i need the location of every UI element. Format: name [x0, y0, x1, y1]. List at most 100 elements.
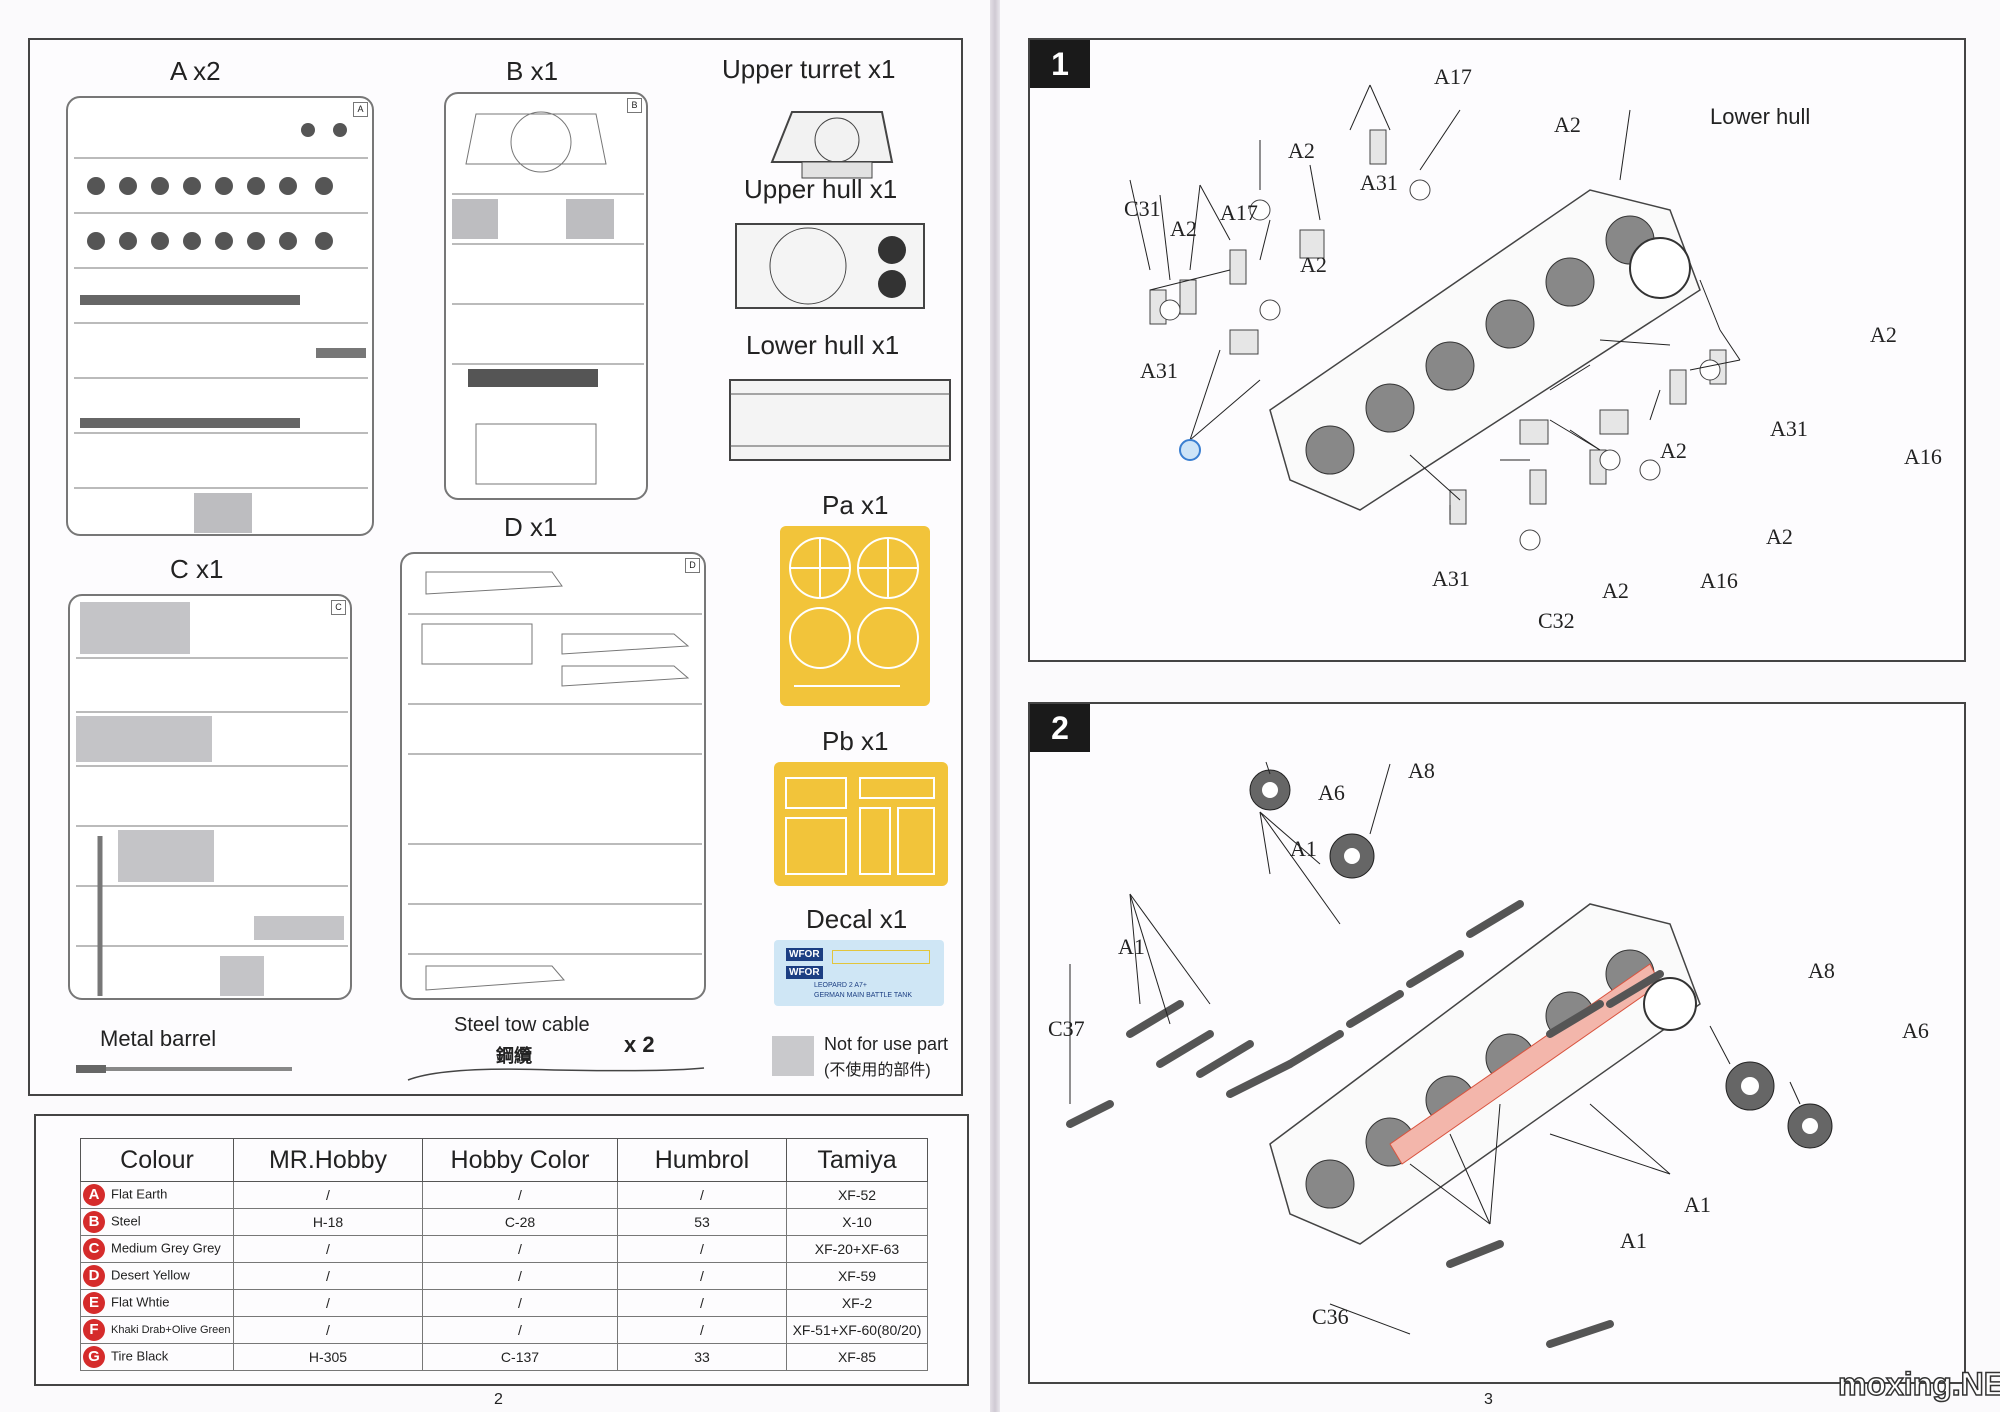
callout-a1-bottom: A1	[1620, 1228, 1647, 1253]
colour-letter-badge: G	[83, 1346, 105, 1368]
humbrol-cell: /	[617, 1235, 787, 1263]
callout-a2-upleft: A2	[1288, 138, 1315, 163]
callout-a1-lowright: A1	[1684, 1192, 1711, 1217]
step-1-number: 1	[1030, 40, 1090, 88]
hobby-color-cell: /	[422, 1289, 618, 1317]
pe-a-label: Pa x1	[822, 490, 889, 520]
metal-barrel-drawing	[76, 1065, 292, 1073]
pe-b-parts	[785, 777, 935, 875]
tamiya-cell: X-10	[786, 1208, 928, 1236]
callout-a1-left: A1	[1118, 934, 1145, 959]
decal-sheet: WFOR WFOR LEOPARD 2 A7+ GERMAN MAIN BATT…	[774, 940, 944, 1006]
colour-letter-badge: A	[83, 1184, 105, 1206]
callout-a8-right: A8	[1808, 958, 1835, 983]
callout-a2-top: A2	[1554, 112, 1581, 137]
callout-a2-lowright: A2	[1766, 524, 1793, 549]
sprue-a-parts	[74, 123, 368, 533]
colour-letter-badge: B	[83, 1211, 105, 1233]
colour-name-cell: G Tire Black	[80, 1343, 234, 1371]
tow-cable-qty: x 2	[624, 1032, 655, 1057]
callout-lower-hull: Lower hull	[1710, 104, 1811, 129]
colour-name: Desert Yellow	[111, 1267, 190, 1283]
humbrol-cell: /	[617, 1289, 787, 1317]
sprue-d-label: D x1	[504, 512, 558, 542]
step-2-drawing	[1066, 761, 1833, 1348]
callout-a1-upper: A1	[1290, 836, 1317, 861]
humbrol-cell: /	[617, 1316, 787, 1344]
tamiya-cell: XF-51+XF-60(80/20)	[786, 1316, 928, 1344]
hobby-color-cell: C-137	[422, 1343, 618, 1371]
callout-a31-left: A31	[1140, 358, 1178, 383]
sprue-tag: D	[685, 558, 700, 573]
upper-hull-drawing	[735, 223, 925, 309]
humbrol-cell: /	[617, 1181, 787, 1209]
upper-turret-label: Upper turret x1	[722, 54, 896, 84]
tamiya-cell: XF-85	[786, 1343, 928, 1371]
colour-name: Tire Black	[111, 1348, 169, 1364]
sprue-d-parts	[408, 571, 702, 991]
callout-c37: C37	[1048, 1016, 1085, 1041]
colour-table-frame: Colour MR.Hobby Hobby Color Humbrol Tami…	[34, 1114, 969, 1386]
decal-line-1: LEOPARD 2 A7+	[814, 982, 867, 989]
upper-turret-drawing	[770, 111, 894, 179]
callout-a31-bottom: A31	[1432, 566, 1470, 591]
colour-table: Colour MR.Hobby Hobby Color Humbrol Tami…	[80, 1138, 928, 1371]
sprue-d: D	[400, 552, 706, 1000]
pe-b-sheet	[774, 762, 948, 886]
not-for-use-label: Not for use part	[824, 1034, 949, 1054]
sprue-b-label: B x1	[506, 56, 559, 86]
pe-b-label: Pb x1	[822, 726, 889, 756]
tamiya-cell: XF-2	[786, 1289, 928, 1317]
decal-badge: WFOR	[786, 948, 823, 961]
colour-letter-badge: C	[83, 1238, 105, 1260]
callout-a2-mid: A2	[1300, 252, 1327, 277]
colour-name: Khaki Drab+Olive Green	[111, 1323, 231, 1336]
sprue-tag: C	[331, 600, 346, 615]
mrhobby-cell: /	[233, 1181, 423, 1209]
mrhobby-cell: /	[233, 1235, 423, 1263]
book-spine	[990, 0, 1000, 1412]
header-tamiya: Tamiya	[786, 1138, 928, 1182]
colour-letter-badge: D	[83, 1265, 105, 1287]
hobby-color-cell: /	[422, 1262, 618, 1290]
header-humbrol: Humbrol	[617, 1138, 787, 1182]
metal-barrel-label: Metal barrel	[100, 1026, 217, 1051]
pe-a-parts	[789, 537, 919, 687]
step-1-drawing	[1129, 84, 1741, 551]
callout-a16-right: A16	[1904, 444, 1942, 469]
decal-line-2: GERMAN MAIN BATTLE TANK	[814, 992, 913, 999]
left-page: A x2 A	[0, 0, 990, 1412]
colour-name: Medium Grey Grey	[111, 1240, 221, 1256]
header-hobby-color: Hobby Color	[422, 1138, 618, 1182]
humbrol-cell: /	[617, 1262, 787, 1290]
callout-a2-bottom: A2	[1602, 578, 1629, 603]
callout-c36: C36	[1312, 1304, 1349, 1329]
tamiya-cell: XF-52	[786, 1181, 928, 1209]
mrhobby-cell: H-18	[233, 1208, 423, 1236]
mrhobby-cell: /	[233, 1289, 423, 1317]
sprue-c-parts	[76, 602, 348, 996]
decal-label: Decal x1	[806, 904, 908, 934]
callout-a8-top: A8	[1408, 758, 1435, 783]
hobby-color-cell: /	[422, 1316, 618, 1344]
callout-a6-top: A6	[1318, 780, 1345, 805]
sprue-a: A	[66, 96, 374, 536]
upper-hull-label: Upper hull x1	[744, 174, 898, 204]
callout-a2-left: A2	[1170, 216, 1197, 241]
tow-cable-label: Steel tow cable	[454, 1014, 590, 1036]
sprue-b-parts	[452, 111, 644, 485]
callout-a17-top: A17	[1434, 64, 1472, 89]
not-for-use-label-cn: (不使用的部件)	[824, 1062, 931, 1079]
hobby-color-cell: C-28	[422, 1208, 618, 1236]
callout-c32: C32	[1538, 608, 1575, 633]
humbrol-cell: 33	[617, 1343, 787, 1371]
callout-c31: C31	[1124, 196, 1161, 221]
not-for-use-swatch	[772, 1036, 814, 1076]
